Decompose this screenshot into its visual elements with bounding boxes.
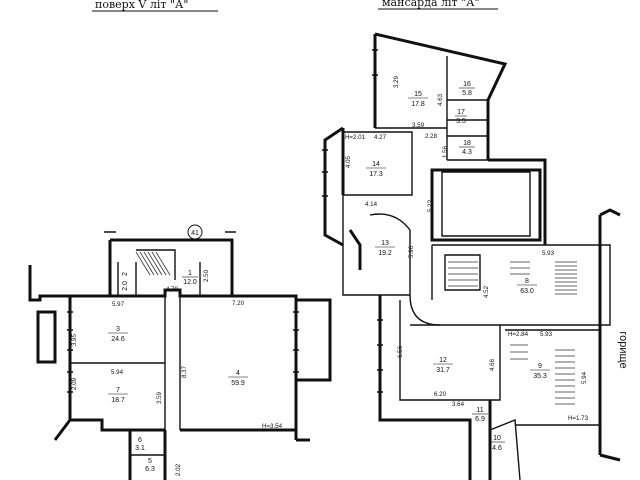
room-area: 63.0 — [520, 288, 534, 295]
dim: 5.96 — [408, 245, 415, 258]
dim: 4.78 — [166, 286, 179, 293]
marker-label: 41 — [191, 230, 199, 237]
dim: 5.93 — [540, 331, 553, 338]
room-number: 9 — [538, 363, 542, 370]
dim: 2.50 — [203, 269, 210, 282]
dim: 4.63 — [437, 93, 444, 106]
room-area: 2.0 — [122, 281, 129, 291]
room-number: 3 — [116, 326, 120, 333]
dim: 1.56 — [442, 145, 449, 158]
dim: 3.29 — [393, 75, 400, 88]
room-number: 1 — [188, 270, 192, 277]
room-number: 16 — [463, 81, 471, 88]
room-area: 6.9 — [475, 416, 485, 423]
dim: 4.05 — [345, 155, 352, 168]
dim: 2.09 — [71, 377, 78, 390]
room-number: 13 — [381, 240, 389, 247]
room-number: 7 — [116, 387, 120, 394]
attic-dimensions: 3.29 4.63 3.59 2.28 H=2.01 4.27 4.05 1.5… — [345, 75, 589, 422]
room-number: 8 — [525, 278, 529, 285]
dim: 5.22 — [427, 199, 434, 212]
room-number: 6 — [138, 437, 142, 444]
floor5-plan — [28, 231, 332, 480]
room-number: 11 — [476, 407, 483, 414]
dim: 2.02 — [175, 463, 182, 476]
dim: 5.93 — [542, 250, 555, 257]
room-area: 12.0 — [183, 279, 197, 286]
dim: 3.59 — [156, 391, 163, 404]
room-number: 12 — [439, 357, 447, 364]
room-area: 18.7 — [111, 397, 125, 404]
room-area: 24.6 — [111, 336, 125, 343]
dim: 5.94 — [111, 369, 124, 376]
room-number: 17 — [457, 109, 465, 116]
dim: H=1.73 — [568, 415, 589, 422]
room-area: 3.5 — [456, 118, 466, 125]
dim: 3.59 — [412, 122, 425, 129]
attic-side-label: горище — [617, 331, 629, 368]
dim: 5.97 — [112, 301, 125, 308]
floor5-room-labels: 1 12.0 2 2.0 3 24.6 4 59.9 5 6.3 6 3.1 7… — [108, 270, 248, 473]
attic-title: мансарда літ "А" — [382, 0, 480, 9]
room-number: 5 — [148, 458, 152, 465]
room-area: 6.3 — [145, 466, 155, 473]
dim: 2.28 — [425, 133, 438, 140]
room-number: 15 — [414, 91, 422, 98]
dim: 3.64 — [452, 401, 465, 408]
dim: H=2.84 — [508, 331, 529, 338]
room-area: 5.8 — [462, 90, 472, 97]
dim: 4.52 — [483, 285, 490, 298]
room-number: 18 — [463, 140, 471, 147]
floor5-title: поверх V літ "А" — [95, 0, 188, 11]
dim: 4.66 — [489, 358, 496, 371]
dim: 7.20 — [232, 300, 245, 307]
room-area: 3.1 — [135, 445, 145, 452]
room-number: 10 — [493, 435, 501, 442]
attic-plan — [322, 32, 621, 480]
floor5-dimensions: 5.97 4.78 7.20 2.50 3.95 5.94 2.09 8.37 … — [71, 269, 283, 476]
marker-41: 41 — [187, 224, 203, 240]
room-area: 59.9 — [231, 380, 245, 387]
dim: H=3.54 — [262, 423, 283, 430]
room-area: 19.2 — [378, 250, 392, 257]
dim: 3.95 — [71, 333, 78, 346]
dim: H=2.01 — [345, 134, 366, 141]
room-area: 35.3 — [533, 373, 547, 380]
room-area: 17.8 — [411, 101, 425, 108]
dim: 8.37 — [181, 365, 188, 378]
room-area: 17.3 — [369, 171, 383, 178]
dim: 6.20 — [434, 391, 447, 398]
dim: 4.27 — [374, 134, 387, 141]
room-area: 31.7 — [436, 367, 450, 374]
attic-room-labels: 8 63.0 9 35.3 10 4.6 11 6.9 12 31.7 13 1… — [366, 81, 550, 452]
dim: 5.94 — [581, 371, 588, 384]
dim: 4.14 — [365, 201, 378, 208]
room-area: 4.3 — [462, 149, 472, 156]
room-number: 4 — [236, 370, 240, 377]
room-area: 4.6 — [492, 445, 502, 452]
room-number: 2 — [122, 272, 129, 276]
dim: 6.56 — [397, 345, 404, 358]
room-number: 14 — [372, 161, 380, 168]
